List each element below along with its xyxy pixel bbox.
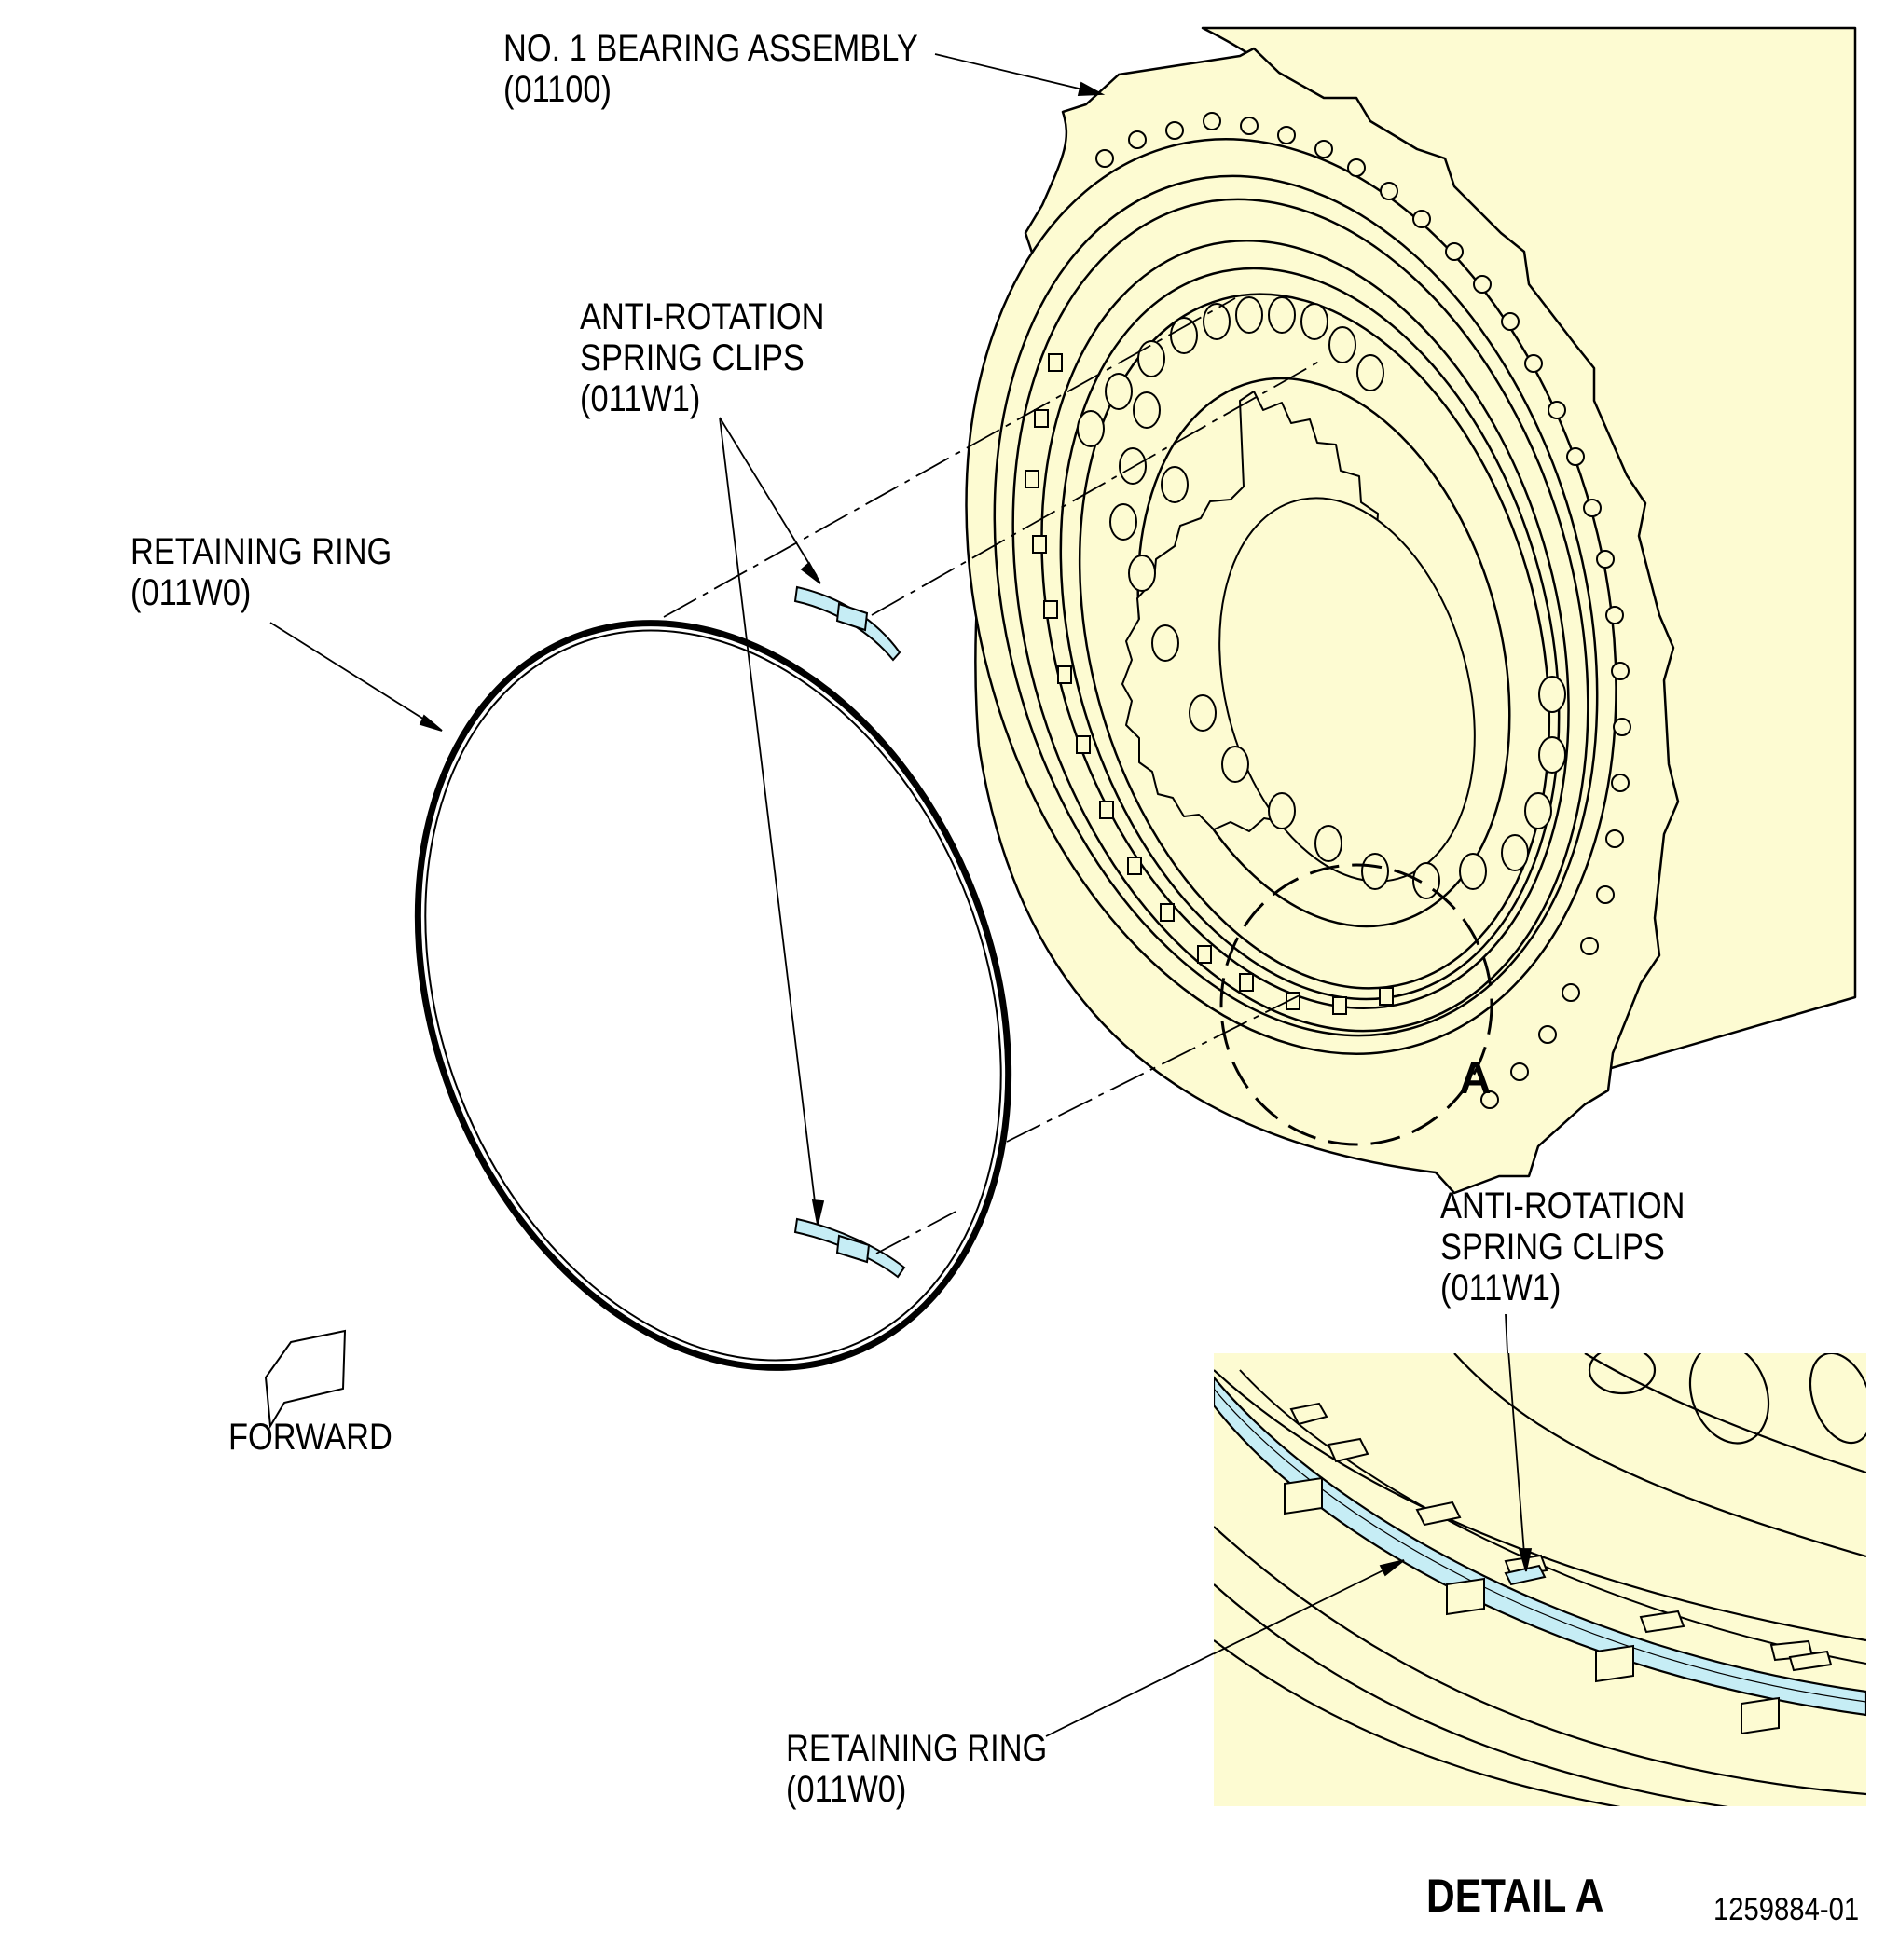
detail-a-callout-circle [1219, 863, 1493, 1146]
housing-face-ring-4 [1040, 240, 1570, 1009]
label-bearing-assembly-part-number: (01100) [503, 69, 612, 110]
flange-bolt-circle [1095, 112, 1631, 1109]
bearing-assembly-housing [965, 26, 1857, 1195]
label-retaining-ring-main: RETAINING RING (011W0) [131, 531, 392, 613]
detail-retaining-ring-band [1214, 1376, 1866, 1717]
leader-lines-main [269, 53, 1106, 1226]
label-spring-clips-main-part-number: (011W1) [580, 378, 701, 419]
housing-face-ring-6 [1078, 293, 1551, 990]
detail-spring-clip [1504, 1564, 1547, 1586]
label-forward: FORWARD [228, 1417, 392, 1458]
exploded-center-lines [663, 297, 1325, 1254]
label-spring-clips-main: ANTI-ROTATION SPRING CLIPS (011W1) [580, 296, 824, 419]
label-retaining-ring-detail-part-number: (011W0) [786, 1769, 907, 1810]
label-spring-clips-main-line2: SPRING CLIPS [580, 337, 805, 378]
detail-a-title: DETAIL A [1426, 1870, 1604, 1922]
label-spring-clips-main-line1: ANTI-ROTATION [580, 296, 825, 337]
forward-arrow [264, 1329, 347, 1430]
label-retaining-ring-main-name: RETAINING RING [131, 531, 392, 572]
spring-clip-upper [793, 585, 901, 662]
housing-bore-inner [1218, 497, 1476, 883]
label-bearing-assembly-name: NO. 1 BEARING ASSEMBLY [503, 28, 918, 69]
label-retaining-ring-main-part-number: (011W0) [131, 572, 252, 613]
label-retaining-ring-detail: RETAINING RING (011W0) [786, 1728, 1047, 1810]
label-spring-clips-detail-line2: SPRING CLIPS [1440, 1227, 1665, 1268]
label-bearing-assembly: NO. 1 BEARING ASSEMBLY (01100) [503, 28, 918, 110]
label-retaining-ring-detail-name: RETAINING RING [786, 1728, 1048, 1769]
label-forward-text: FORWARD [228, 1417, 392, 1458]
label-spring-clips-detail-part-number: (011W1) [1440, 1268, 1562, 1309]
figure-number: 1259884-01 [1713, 1892, 1860, 1927]
face-bolt-holes [1077, 296, 1566, 899]
spring-clip-lower [793, 1217, 906, 1279]
housing-face-ring-2 [993, 174, 1599, 1037]
detail-a-callout-letter: A [1459, 1054, 1492, 1103]
retaining-ring-main [414, 620, 1012, 1371]
label-spring-clips-detail: ANTI-ROTATION SPRING CLIPS (011W1) [1440, 1186, 1685, 1309]
label-spring-clips-detail-line1: ANTI-ROTATION [1440, 1186, 1685, 1227]
detail-a-view [1214, 1353, 1866, 1806]
